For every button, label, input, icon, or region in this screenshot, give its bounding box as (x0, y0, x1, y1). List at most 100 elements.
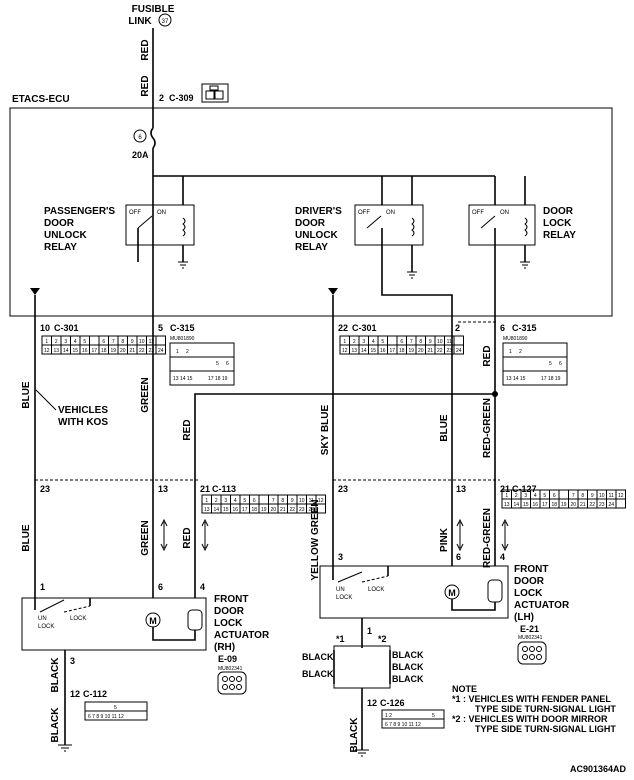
pin-number: 12 (342, 348, 348, 354)
pin-number: 5 (83, 339, 86, 345)
pin-number: 3 (224, 498, 227, 504)
pin-number: 1 (45, 339, 48, 345)
pin-number: 19 (561, 502, 567, 508)
pin-number: 4 (74, 339, 77, 345)
joint-rh-connector: C-113 (212, 484, 236, 494)
rh-internal-wire (152, 627, 196, 641)
door-lock-relay: OFF ON (468, 204, 536, 318)
pin-number: 23 (446, 348, 452, 354)
ground-lh-connector: C-126 (380, 698, 405, 708)
pin-number: 3 (362, 339, 365, 345)
pin-number: 23 (148, 348, 154, 354)
driver-relay-label-4: RELAY (295, 242, 328, 253)
pin-number: 23 (599, 502, 605, 508)
relay-on: ON (157, 210, 166, 216)
connector-e21-icon (517, 641, 547, 665)
pin-number: 12 (44, 348, 50, 354)
driver-relay: OFF ON (354, 204, 453, 318)
joint-lh-pin: 21 (500, 484, 510, 494)
pin-number: 5 (243, 498, 246, 504)
svg-text:1: 1 (176, 349, 179, 355)
actuator-lh-part: MU802341 (518, 635, 543, 641)
pin-cell (155, 344, 166, 355)
note-1b: TYPE SIDE TURN-SIGNAL LIGHT (475, 704, 616, 714)
pin-number: 24 (456, 348, 462, 354)
relay-off: OFF (129, 210, 141, 216)
split-bracket-bottom (333, 684, 391, 689)
pin-number: 21 (129, 348, 135, 354)
pin-number: 15 (370, 348, 376, 354)
actuator-rh-part: MU802341 (218, 666, 243, 672)
svg-text:2: 2 (519, 349, 522, 355)
actuator-rh-label-5: (RH) (214, 642, 235, 653)
connector-c301-label: C-301 (54, 323, 79, 333)
joint-lh-pin-23: 23 (338, 484, 348, 494)
note-2a: *2 : VEHICLES WITH DOOR MIRROR (452, 714, 608, 724)
relay-off: OFF (472, 210, 484, 216)
pin-number: 22 (139, 348, 145, 354)
svg-text:5: 5 (114, 705, 117, 711)
fuse-symbol (150, 108, 156, 318)
passenger-relay-label-1: PASSENGER'S (44, 206, 115, 217)
pin-number: 7 (572, 493, 575, 499)
pin-number: 6 (553, 493, 556, 499)
pin-cell (453, 344, 464, 355)
fusible-link-label-2: LINK (128, 16, 152, 27)
svg-text:1 2: 1 2 (385, 713, 392, 719)
connector-c309-icon (201, 83, 229, 103)
actuator-lh-box (319, 565, 509, 619)
fuse-number: 6 (138, 135, 142, 141)
wire-red-crossover (194, 318, 496, 598)
pin-number: 21 (580, 502, 586, 508)
pin-number: 9 (429, 339, 432, 345)
actuator-lh-label-3: LOCK (514, 588, 543, 599)
note-title: NOTE (452, 684, 477, 694)
pin-number: 11 (609, 493, 614, 499)
etacs-ecu-label: ETACS-ECU (12, 94, 70, 105)
pin-number: 5 (381, 339, 384, 345)
svg-text:13 14 15: 13 14 15 (506, 376, 526, 382)
actuator-rh-conn: E-09 (218, 654, 237, 664)
pin-number: 4 (534, 493, 537, 499)
pin-number: 14 (361, 348, 367, 354)
pin-number: 3 (524, 493, 527, 499)
pin-number: 4 (234, 498, 237, 504)
pin-number: 9 (131, 339, 134, 345)
pin-number: 7 (112, 339, 115, 345)
pin-number: 22 (589, 502, 595, 508)
pin-number: 13 (204, 507, 210, 513)
pin-number: 10 (599, 493, 605, 499)
pin-number: 1 (505, 493, 508, 499)
joint-rh-pin: 21 (200, 484, 210, 494)
pin-number: 2 (515, 493, 518, 499)
kos-label-2: WITH KOS (58, 417, 108, 428)
pin-number: 15 (523, 502, 529, 508)
pin-number: 21 (427, 348, 433, 354)
pin-number: 2 (215, 498, 218, 504)
wire-label-black-s2c: BLACK (392, 674, 424, 684)
etacs-ecu-box (9, 107, 613, 317)
wire-label-pink: PINK (439, 527, 450, 552)
joint-rh-pin-13: 13 (158, 484, 168, 494)
pin-cell (615, 489, 626, 500)
pin-number: 17 (91, 348, 97, 354)
pin-number: 8 (419, 339, 422, 345)
wire-label-sky-blue: SKY BLUE (320, 404, 331, 455)
pin-5-label: 5 (158, 323, 163, 333)
ground-symbol (520, 261, 530, 269)
wire-label-red-top: RED (140, 39, 151, 60)
ground-symbol (407, 271, 417, 279)
wire-label-black-s1a: BLACK (302, 652, 334, 662)
ground-symbol (178, 261, 188, 269)
wire-label-blue-3: BLUE (21, 524, 32, 552)
ground-rh-pin: 12 (70, 689, 80, 699)
lock-relay-label-1: DOOR (543, 206, 574, 217)
pin-number: 12 (318, 498, 324, 504)
pin-number: 24 (308, 507, 314, 513)
wire-label-black-lh: BLACK (349, 717, 360, 753)
pin-2-label: 2 (159, 93, 164, 103)
joint-lh-connector: C-127 (512, 484, 537, 494)
